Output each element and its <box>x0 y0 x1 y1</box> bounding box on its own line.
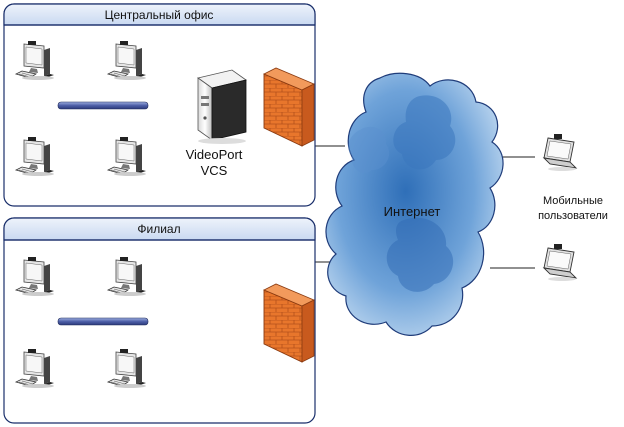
brick-firewall-icon <box>263 283 315 363</box>
server-name-line1: VideoPort <box>186 147 243 162</box>
network-switch-bar <box>57 317 149 326</box>
mobile-users-label-line1: Мобильные <box>543 195 603 207</box>
network-switch-bar <box>57 101 149 110</box>
central-office-title: Центральный офис <box>105 8 214 22</box>
internet-cloud-icon <box>325 72 504 336</box>
laptop-icon <box>543 133 577 172</box>
branch-panel: Филиал <box>3 217 316 424</box>
internet-label: Интернет <box>384 204 441 219</box>
mobile-users-label-line2: пользователи <box>538 210 608 222</box>
central-office-panel: Центральный офис VideoPort VCS <box>3 3 316 207</box>
server-tower-icon <box>197 69 247 144</box>
server-name-line2: VCS <box>201 163 228 178</box>
brick-firewall-icon <box>263 67 315 147</box>
laptop-icon <box>543 243 577 282</box>
branch-title: Филиал <box>137 222 180 236</box>
